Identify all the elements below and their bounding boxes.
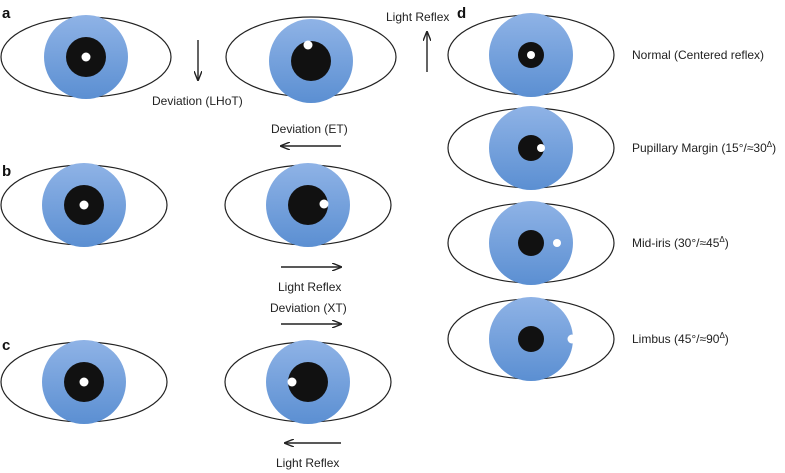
panel-d-eye-normal [447, 13, 615, 97]
light-reflex-dot [79, 200, 89, 210]
panel-b-light-reflex-label: Light Reflex [278, 280, 341, 294]
light-reflex-dot [79, 377, 89, 387]
panel-b-left-eye [0, 163, 168, 247]
pupil [518, 230, 544, 256]
light-reflex-dot [567, 334, 577, 344]
light-reflex-dot [287, 377, 297, 387]
panel-b-deviation-label: Deviation (ET) [271, 122, 348, 136]
panel-a-left-eye [0, 15, 172, 99]
pupil [288, 185, 328, 225]
light-reflex-dot [81, 52, 91, 62]
panel-b-letter: b [2, 163, 11, 180]
light-reflex-dot [527, 51, 535, 59]
panel-d-row-2-label: Pupillary Margin (15°/≈30Δ) [632, 140, 776, 155]
light-reflex-dot [553, 239, 561, 247]
light-reflex-dot [319, 199, 329, 209]
panel-d-row-1-label: Normal (Centered reflex) [632, 48, 764, 62]
panel-c-left-eye [0, 340, 168, 424]
panel-d-eye-mid-iris [447, 201, 615, 285]
pupil [288, 362, 328, 402]
panel-a-right-eye [225, 16, 397, 103]
panel-d-eye-pupillary-margin [447, 106, 615, 190]
panel-d-row-3-label: Mid-iris (30°/≈45Δ) [632, 235, 729, 250]
pupil [518, 326, 544, 352]
panel-a-letter: a [2, 5, 11, 22]
pupil [518, 135, 544, 161]
panel-d-eye-limbus [447, 297, 615, 381]
panel-a-deviation-label: Deviation (LHoT) [152, 94, 243, 108]
panel-c-light-reflex-label: Light Reflex [276, 456, 339, 470]
panel-d-row-4-label: Limbus (45°/≈90Δ) [632, 331, 729, 346]
panel-a-light-reflex-label: Light Reflex [386, 10, 449, 24]
pupil [291, 41, 331, 81]
light-reflex-dot [303, 40, 313, 50]
light-reflex-dot [537, 144, 545, 152]
panel-d-letter: d [457, 5, 466, 22]
panel-c-right-eye [224, 340, 392, 424]
panel-b-right-eye [224, 163, 392, 247]
panel-c-deviation-label: Deviation (XT) [270, 301, 347, 315]
panel-c-letter: c [2, 337, 10, 354]
